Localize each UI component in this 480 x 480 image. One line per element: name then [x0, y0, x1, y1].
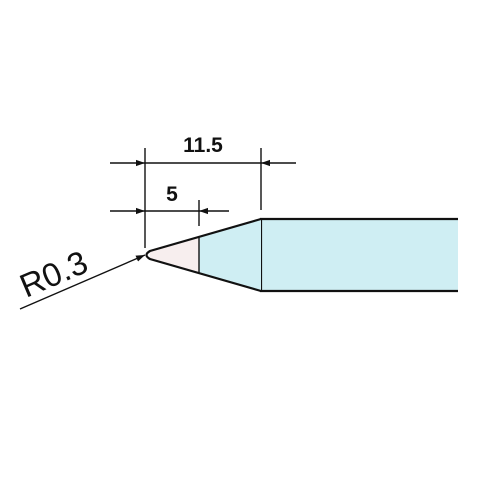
tip-cone-shaded [199, 219, 261, 291]
tip-length-label: 5 [166, 183, 178, 206]
tip-cone-outline [145, 217, 262, 293]
radius-leader-line [19, 254, 146, 310]
tip-body-shaft [261, 219, 458, 291]
overall-length-label: 11.5 [183, 134, 223, 157]
tip-cone-plated [150, 236, 199, 273]
